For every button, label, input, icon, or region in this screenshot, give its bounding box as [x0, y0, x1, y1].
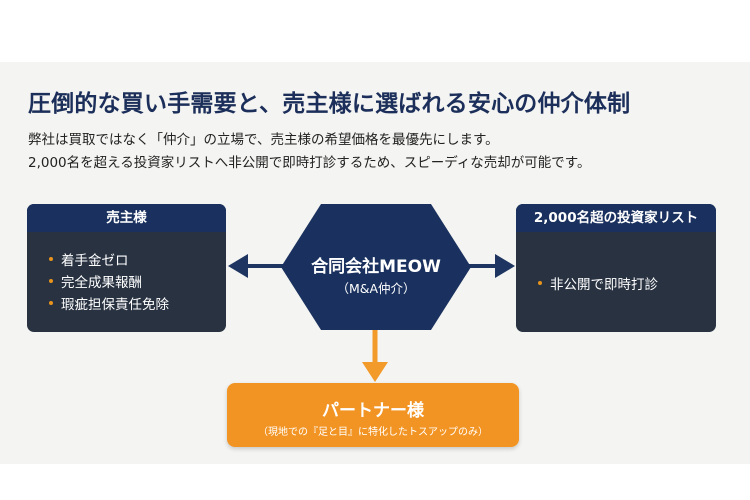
- company-subtitle: （M&A仲介）: [336, 281, 416, 296]
- partner-subtitle: （現地での『足と目』に特化したトスアップのみ）: [258, 427, 488, 438]
- seller-benefit-item: 着手金ゼロ: [27, 250, 226, 272]
- seller-panel: 売主様 着手金ゼロ 完全成果報酬 瑕疵担保責任免除: [27, 204, 226, 332]
- seller-benefit-item: 完全成果報酬: [27, 272, 226, 294]
- seller-panel-heading: 売主様: [27, 204, 226, 232]
- page-title: 圧倒的な買い手需要と、売主様に選ばれる安心の仲介体制: [28, 91, 631, 117]
- company-hexagon: [281, 204, 471, 330]
- investor-list: 非公開で即時打診: [516, 232, 716, 296]
- down-arrow-icon: [362, 328, 388, 382]
- seller-benefit-label: 着手金ゼロ: [61, 253, 129, 269]
- investor-item: 非公開で即時打診: [516, 274, 716, 296]
- bullet-dot-icon: [49, 257, 53, 261]
- investor-panel-heading: 2,000名超の投資家リスト: [516, 204, 716, 232]
- seller-benefit-label: 瑕疵担保責任免除: [61, 297, 169, 313]
- description-line-2: 2,000名を超える投資家リストへ非公開で即時打診するため、スピーディな売却が可…: [28, 155, 591, 171]
- bullet-dot-icon: [49, 301, 53, 305]
- company-name: 合同会社MEOW: [311, 257, 441, 277]
- partner-box: パートナー様 （現地での『足と目』に特化したトスアップのみ）: [227, 383, 519, 447]
- bullet-dot-icon: [538, 281, 542, 285]
- investor-panel: 2,000名超の投資家リスト 非公開で即時打診: [516, 204, 716, 332]
- seller-benefits-list: 着手金ゼロ 完全成果報酬 瑕疵担保責任免除: [27, 232, 226, 316]
- partner-title: パートナー様: [322, 401, 424, 421]
- bullet-dot-icon: [49, 279, 53, 283]
- investor-item-label: 非公開で即時打診: [550, 277, 658, 293]
- seller-benefit-item: 瑕疵担保責任免除: [27, 294, 226, 316]
- seller-benefit-label: 完全成果報酬: [61, 275, 142, 291]
- description-line-1: 弊社は買取ではなく「仲介」の立場で、売主様の希望価格を最優先にします。: [28, 132, 499, 148]
